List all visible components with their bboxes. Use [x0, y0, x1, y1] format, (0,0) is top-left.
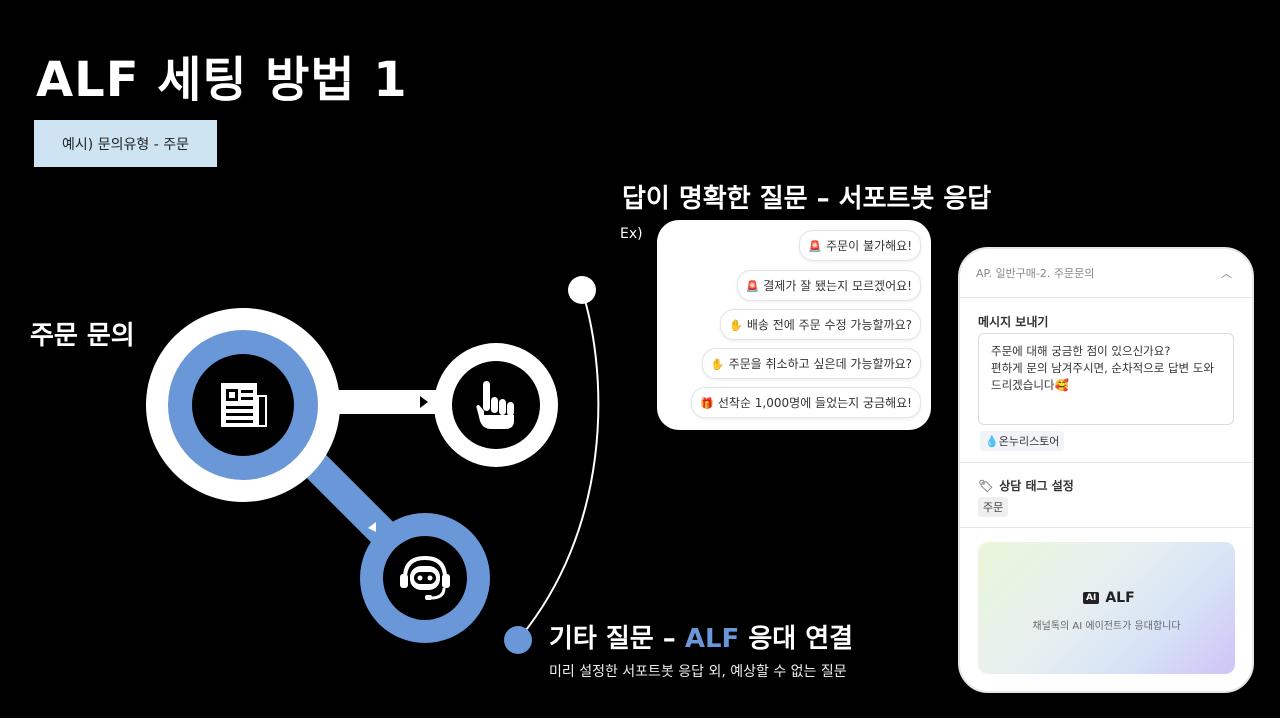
chat-chip[interactable]: 🎁선착순 1,000명에 들었는지 궁금해요! [691, 387, 921, 418]
arrow-right [420, 396, 428, 408]
chat-examples-card: 🚨주문이 불가해요! 🚨결제가 잘 됐는지 모르겠어요! ✋배송 전에 주문 수… [657, 220, 931, 430]
clear-question-heading: 답이 명확한 질문 – 서포트봇 응답 [622, 184, 992, 214]
chat-chip[interactable]: ✋주문을 취소하고 싶은데 가능할까요? [701, 348, 921, 379]
divider [960, 527, 1252, 528]
tag-icon: 🏷 [978, 478, 994, 493]
store-chip[interactable]: 💧온누리스토어 [980, 431, 1065, 451]
example-label-box: 예시) 문의유형 - 주문 [34, 120, 217, 167]
alf-card[interactable]: AI ALF 채널톡의 AI 에이전트가 응대합니다 [978, 542, 1235, 674]
chip-text: 결제가 잘 됐는지 모르겠어요! [763, 279, 912, 293]
pointing-hand-icon [471, 375, 521, 435]
drop-icon: 💧 [985, 435, 999, 448]
tag-chip[interactable]: 주문 [978, 497, 1009, 517]
top-dot [568, 276, 596, 304]
chat-chip[interactable]: 🚨결제가 잘 됐는지 모르겠어요! [736, 270, 921, 301]
phone-mockup: AP. 일반구매-2. 주문문의 ︿ 메시지 보내기 주문에 대해 궁금한 점이… [958, 247, 1254, 693]
chip-text: 선착순 1,000명에 들었는지 궁금해요! [717, 396, 912, 410]
connector-arc [517, 289, 600, 641]
chip-text: 주문을 취소하고 싶은데 가능할까요? [728, 357, 912, 371]
send-message-title: 메시지 보내기 [978, 315, 1049, 329]
tag-title-text: 상담 태그 설정 [999, 479, 1074, 493]
arrow-diagonal [368, 522, 376, 532]
chip-text: 배송 전에 주문 수정 가능할까요? [746, 318, 912, 332]
chip-emoji: ✋ [710, 358, 725, 371]
order-inquiry-label: 주문 문의 [30, 321, 135, 351]
chip-emoji: 🚨 [808, 240, 823, 253]
other-heading-accent: ALF [684, 624, 740, 654]
headset-robot-icon [395, 550, 455, 606]
alf-logo: AI ALF [1083, 590, 1135, 606]
chip-text: 주문이 불가해요! [826, 239, 912, 253]
other-heading-prefix: 기타 질문 – [549, 624, 685, 654]
chat-chip[interactable]: ✋배송 전에 주문 수정 가능할까요? [720, 309, 921, 340]
tag-section-title: 🏷 상담 태그 설정 [978, 477, 1074, 494]
bottom-dot [504, 626, 532, 654]
message-textarea[interactable]: 주문에 대해 궁금한 점이 있으신가요? 편하게 문의 남겨주시면, 순차적으로… [978, 333, 1234, 425]
divider [960, 462, 1252, 463]
chip-emoji: ✋ [729, 319, 743, 332]
ex-label: Ex) [620, 226, 643, 242]
ai-badge-icon: AI [1083, 592, 1100, 604]
other-question-heading: 기타 질문 – ALF 응대 연결 [549, 618, 853, 655]
message-line: 드리겠습니다🥰 [991, 378, 1069, 392]
chip-emoji: 🚨 [745, 280, 760, 293]
other-heading-suffix: 응대 연결 [739, 624, 854, 654]
chat-chip[interactable]: 🚨주문이 불가해요! [799, 230, 921, 261]
store-chip-label: 온누리스토어 [998, 435, 1060, 448]
message-line: 편하게 문의 남겨주시면, 순차적으로 답변 도와 [991, 361, 1214, 375]
phone-header[interactable]: AP. 일반구매-2. 주문문의 [960, 249, 1252, 298]
slide-title: ALF 세팅 방법 1 [36, 52, 408, 108]
message-line: 주문에 대해 궁금한 점이 있으신가요? [991, 344, 1171, 358]
chip-emoji: 🎁 [700, 397, 714, 410]
chevron-up-icon[interactable]: ︿ [1221, 267, 1232, 280]
alf-name: ALF [1105, 590, 1135, 606]
other-question-subtext: 미리 설정한 서포트봇 응답 외, 예상할 수 없는 질문 [549, 664, 847, 680]
alf-description: 채널톡의 AI 에이전트가 응대합니다 [1032, 621, 1181, 632]
newspaper-icon [213, 375, 273, 435]
phone-header-text: AP. 일반구매-2. 주문문의 [976, 267, 1095, 280]
